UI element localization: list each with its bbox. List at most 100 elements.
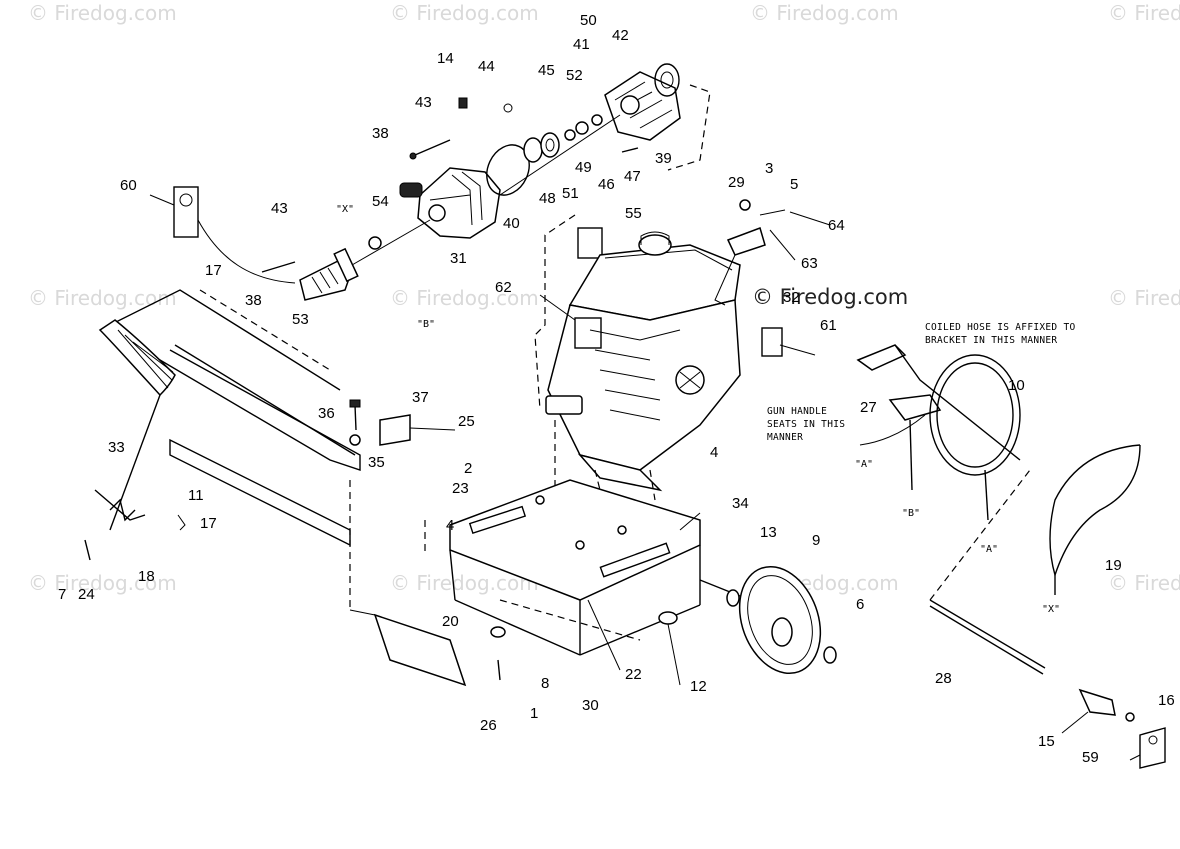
part-number: 27 — [860, 399, 877, 416]
part-numbers: 50 42 41 14 44 45 52 43 38 39 49 46 47 4… — [58, 12, 1175, 766]
part-number: 9 — [812, 532, 820, 549]
crankshaft — [545, 395, 583, 415]
part-number: 16 — [1158, 692, 1175, 709]
watermark: © Firedog.com — [1108, 286, 1180, 310]
grip-ridges — [117, 329, 174, 389]
manifold-port — [620, 95, 640, 115]
label-b-gun: "B" — [902, 508, 920, 519]
hose-leg — [984, 469, 989, 521]
pump-axis — [499, 114, 621, 196]
pump-assembly — [173, 63, 711, 301]
nozzle-tag — [1139, 727, 1166, 769]
watermark-layer: © Firedog.com © Firedog.com © Firedog.co… — [28, 1, 1180, 595]
leader-line — [679, 512, 701, 531]
o-ring — [486, 144, 530, 196]
leader-line — [594, 469, 601, 491]
leader-line — [789, 211, 831, 226]
wheel-hub — [771, 617, 793, 647]
cooling-fins — [589, 329, 681, 421]
handle-leg — [109, 394, 161, 531]
nozzle — [1078, 688, 1116, 716]
part-number: 45 — [538, 62, 555, 79]
part-number: 3 — [765, 160, 773, 177]
o-ring — [368, 236, 382, 250]
part-number: 20 — [442, 613, 459, 630]
part-number: 39 — [655, 150, 672, 167]
part-number: 53 — [292, 311, 309, 328]
washer — [591, 114, 603, 126]
handle-tube — [174, 344, 356, 456]
leader-line — [499, 599, 641, 641]
engine-label-61 — [761, 327, 783, 357]
part-number: 40 — [503, 215, 520, 232]
pump-detail — [429, 171, 483, 226]
label-x-hose: "X" — [1042, 604, 1060, 615]
cap-top — [640, 231, 670, 245]
gun-body — [888, 394, 942, 421]
watermark: © Firedog.com — [1108, 1, 1180, 25]
part-number: 54 — [372, 193, 389, 210]
bolt — [497, 659, 501, 681]
engine-label-55 — [577, 227, 603, 259]
part-number: 49 — [575, 159, 592, 176]
label-x-top: "X" — [336, 204, 354, 215]
bolt — [354, 404, 357, 431]
hose-note-line: COILED HOSE IS AFFIXED TO — [925, 322, 1076, 333]
part-number: 2 — [464, 460, 472, 477]
tag-hole — [179, 193, 193, 207]
part-number: 61 — [820, 317, 837, 334]
part-number: 43 — [271, 200, 288, 217]
part-number: 32 — [783, 289, 800, 306]
part-number: 55 — [625, 205, 642, 222]
leader-line — [534, 214, 576, 411]
part-number: 51 — [562, 185, 579, 202]
hole — [535, 495, 545, 505]
gun-note-line: SEATS IN THIS — [767, 419, 845, 430]
part-number: 46 — [598, 176, 615, 193]
part-number: 34 — [732, 495, 749, 512]
unloader-tee — [333, 247, 359, 283]
part-number: 42 — [612, 27, 629, 44]
part-number: 60 — [120, 177, 137, 194]
watermark: © Firedog.com — [28, 571, 177, 595]
warning-tag — [173, 186, 199, 238]
part-number: 64 — [828, 217, 845, 234]
watermark: © Firedog.com — [390, 286, 539, 310]
part-number: 10 — [1008, 377, 1025, 394]
bracket — [379, 414, 411, 446]
throttle-cable — [714, 254, 736, 306]
small-pin — [177, 514, 186, 531]
part-number: 1 — [530, 705, 538, 722]
handle-grip — [98, 319, 176, 397]
washer — [564, 129, 576, 141]
watermark: © Firedog.com — [1108, 571, 1180, 595]
leader-line — [349, 609, 376, 616]
base-plate — [349, 479, 701, 687]
part-number: 22 — [625, 666, 642, 683]
leader-line — [929, 469, 1031, 601]
part-number: 29 — [728, 174, 745, 191]
part-number: 63 — [801, 255, 818, 272]
part-number: 4 — [446, 517, 454, 534]
plug — [458, 97, 468, 109]
seal — [523, 137, 543, 163]
washer — [575, 121, 589, 135]
part-number: 23 — [452, 480, 469, 497]
slot — [599, 542, 671, 578]
watermark: © Firedog.com — [750, 1, 899, 25]
tank-edge — [604, 249, 733, 271]
gun-hose — [856, 344, 1166, 769]
bolt — [261, 261, 296, 273]
leader-line — [779, 344, 816, 356]
hole — [617, 525, 627, 535]
leader-line — [859, 414, 926, 446]
handle-tube — [109, 289, 341, 391]
gasket-inner — [660, 71, 674, 89]
pump-port — [428, 204, 446, 222]
part-number: 12 — [690, 678, 707, 695]
part-number: 62 — [495, 279, 512, 296]
bolt — [414, 139, 451, 156]
slot — [468, 505, 527, 534]
cover-panel — [373, 613, 467, 687]
leader-line — [769, 229, 796, 261]
